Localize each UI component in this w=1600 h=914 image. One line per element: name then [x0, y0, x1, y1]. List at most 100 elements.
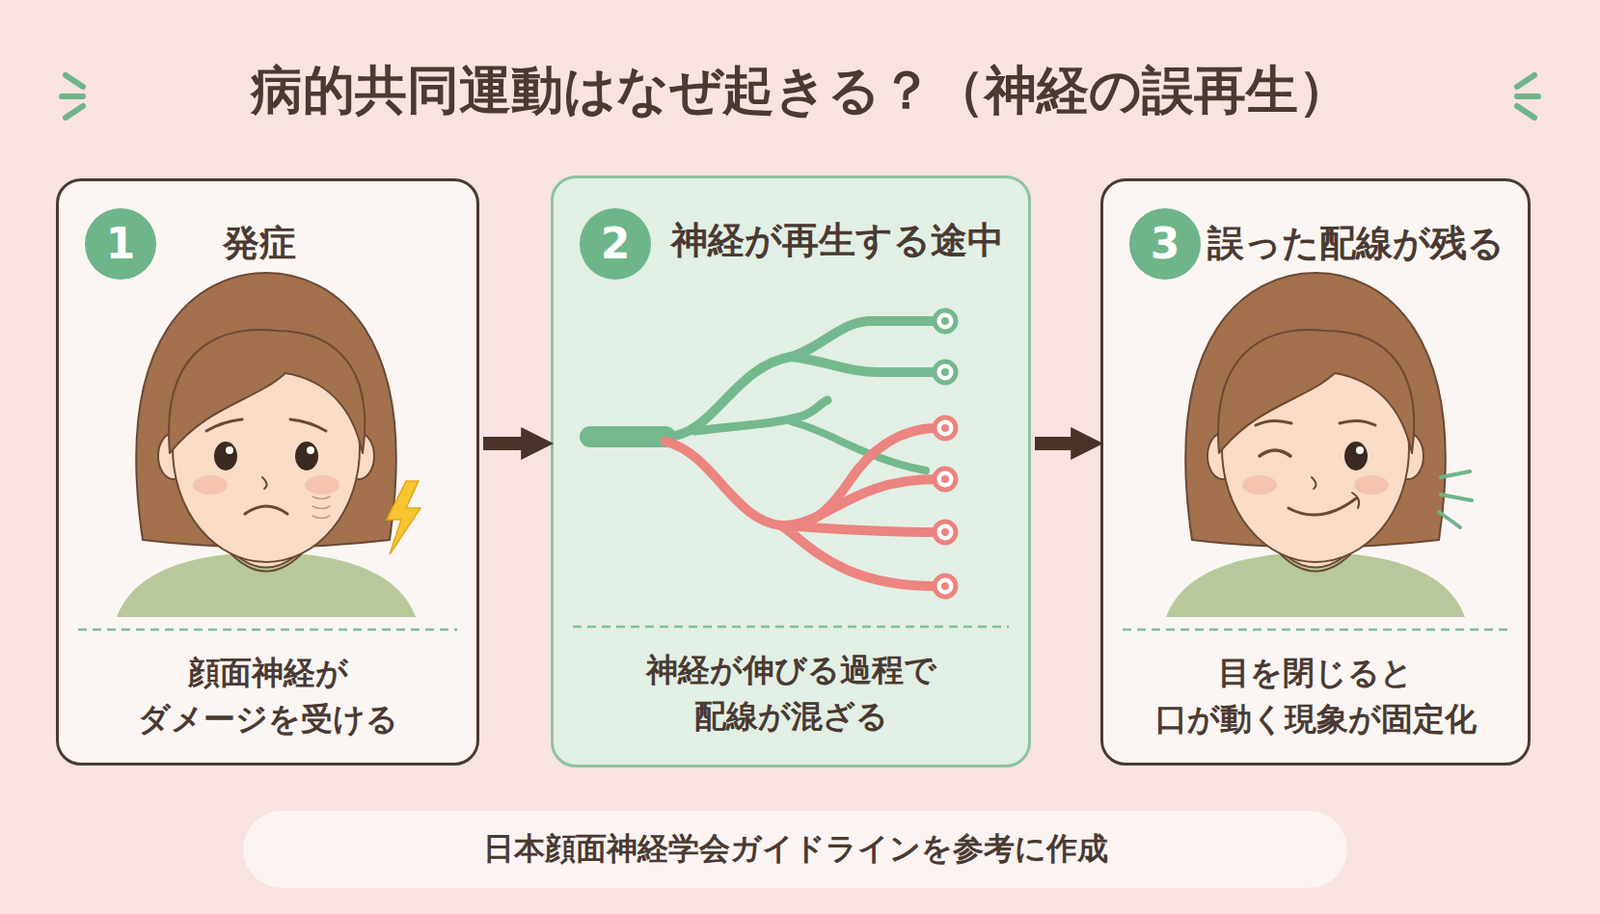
sparkle-stroke [65, 75, 83, 87]
sparkle-stroke [61, 93, 83, 100]
eye [295, 441, 319, 471]
person-illustration [116, 272, 421, 618]
terminal-dot [941, 317, 950, 326]
nerve-terminal [934, 361, 956, 383]
lightning-bolt [386, 481, 421, 555]
terminal-dot [941, 582, 950, 591]
twitch-line [1440, 471, 1470, 478]
cheek [192, 475, 228, 495]
hair-back [1185, 272, 1445, 548]
step-body-box: 神経が伸びる過程で 配線が混ざる [572, 647, 1009, 740]
ear [1207, 433, 1239, 480]
dashed-divider [78, 626, 458, 633]
step-body-box: 目を閉じると 口が動く現象が固定化 [1122, 650, 1509, 743]
dashed-divider [1122, 626, 1509, 633]
step-number: 2 [600, 222, 631, 266]
step-number-circle: 3 [1129, 208, 1201, 280]
terminal-dot [941, 368, 950, 377]
eye-highlight [1355, 446, 1364, 455]
red-branch [781, 525, 938, 533]
collar [231, 554, 301, 572]
nerve-terminal [934, 521, 956, 543]
hair-back [135, 272, 396, 548]
step-body-text: 顔面神経が ダメージを受ける [94, 650, 442, 743]
sparkle-stroke [1517, 93, 1539, 100]
divider-line [1122, 628, 1509, 632]
eye-highlight [306, 446, 315, 455]
ear [1392, 433, 1424, 480]
eye [214, 441, 238, 471]
closed-eye [1259, 450, 1291, 457]
terminal-dot [941, 424, 950, 433]
collar [1280, 554, 1351, 572]
title-sparkle [1517, 75, 1539, 118]
nose [1311, 477, 1317, 489]
step-body-box: 顔面神経が ダメージを受ける [78, 650, 458, 743]
step-number: 1 [106, 222, 136, 266]
sparkle-stroke [1517, 106, 1535, 118]
cheek [1242, 475, 1277, 495]
shirt [116, 552, 416, 618]
neck [1286, 525, 1345, 569]
nerve-terminal [934, 575, 956, 597]
green-stub [694, 400, 828, 432]
neck [237, 525, 296, 569]
red-branch [665, 428, 938, 526]
step-panel: 発症顔面神経が ダメージを受ける 1 [55, 178, 480, 766]
cheek [1354, 475, 1389, 495]
step-heading: 発症 [222, 221, 297, 267]
flow-arrow [1034, 436, 1078, 451]
caption: 日本顔面神経学会ガイドラインを参考に作成 [483, 828, 1109, 871]
step-heading: 神経が再生する途中 [671, 218, 1004, 264]
step-number: 3 [1150, 222, 1181, 266]
nerve-terminal [934, 310, 956, 332]
mouth-corner [1352, 492, 1359, 509]
bangs [1218, 329, 1414, 454]
green-branch [665, 321, 938, 437]
divider-line [572, 625, 1009, 629]
pulled-mouth [1288, 498, 1356, 516]
eye [1344, 441, 1368, 471]
nerve-diagram [590, 310, 956, 597]
eyebrow [206, 419, 243, 432]
mouth [244, 506, 288, 515]
twitch-line [1438, 512, 1461, 528]
wrinkle [312, 515, 330, 519]
red-branch [781, 525, 938, 587]
green-crossing [790, 421, 926, 471]
title: 病的共同運動はなぜ起きる？（神経の誤再生） [0, 59, 1600, 123]
flow-arrow [483, 436, 528, 451]
green-branch [790, 356, 938, 373]
wrinkle [312, 506, 330, 510]
terminal-dot [941, 528, 950, 537]
twitch-line [1440, 494, 1472, 501]
title-sparkle [61, 75, 83, 118]
red-branch [781, 479, 938, 526]
step-panel: 誤った配線が残る目を閉じると 口が動く現象が固定化 3 [1100, 178, 1531, 766]
divider-line [78, 628, 458, 632]
step-number-circle: 2 [579, 208, 651, 280]
nose [262, 477, 268, 489]
step-body-text: 神経が伸びる過程で 配線が混ざる [617, 647, 965, 740]
caption-pill: 日本顔面神経学会ガイドラインを参考に作成 [243, 811, 1348, 889]
eyebrow [1339, 420, 1376, 426]
step-body-text: 目を閉じると 口が動く現象が固定化 [1141, 650, 1490, 743]
sparkle-stroke [65, 106, 83, 118]
step-number-circle: 1 [84, 208, 157, 280]
ear [158, 433, 190, 480]
face [172, 334, 360, 563]
cheek [304, 475, 340, 495]
nerve-terminal [934, 417, 956, 439]
step-heading: 誤った配線が残る [1207, 221, 1505, 267]
terminal-dot [941, 475, 950, 484]
eyebrow [1255, 420, 1292, 426]
dashed-divider [572, 623, 1009, 630]
eyebrow [290, 419, 326, 432]
person-illustration [1166, 272, 1472, 618]
nerve-trunk [590, 426, 666, 448]
eye-highlight [225, 446, 234, 455]
step-panel: 神経が再生する途中神経が伸びる過程で 配線が混ざる 2 [550, 175, 1031, 768]
